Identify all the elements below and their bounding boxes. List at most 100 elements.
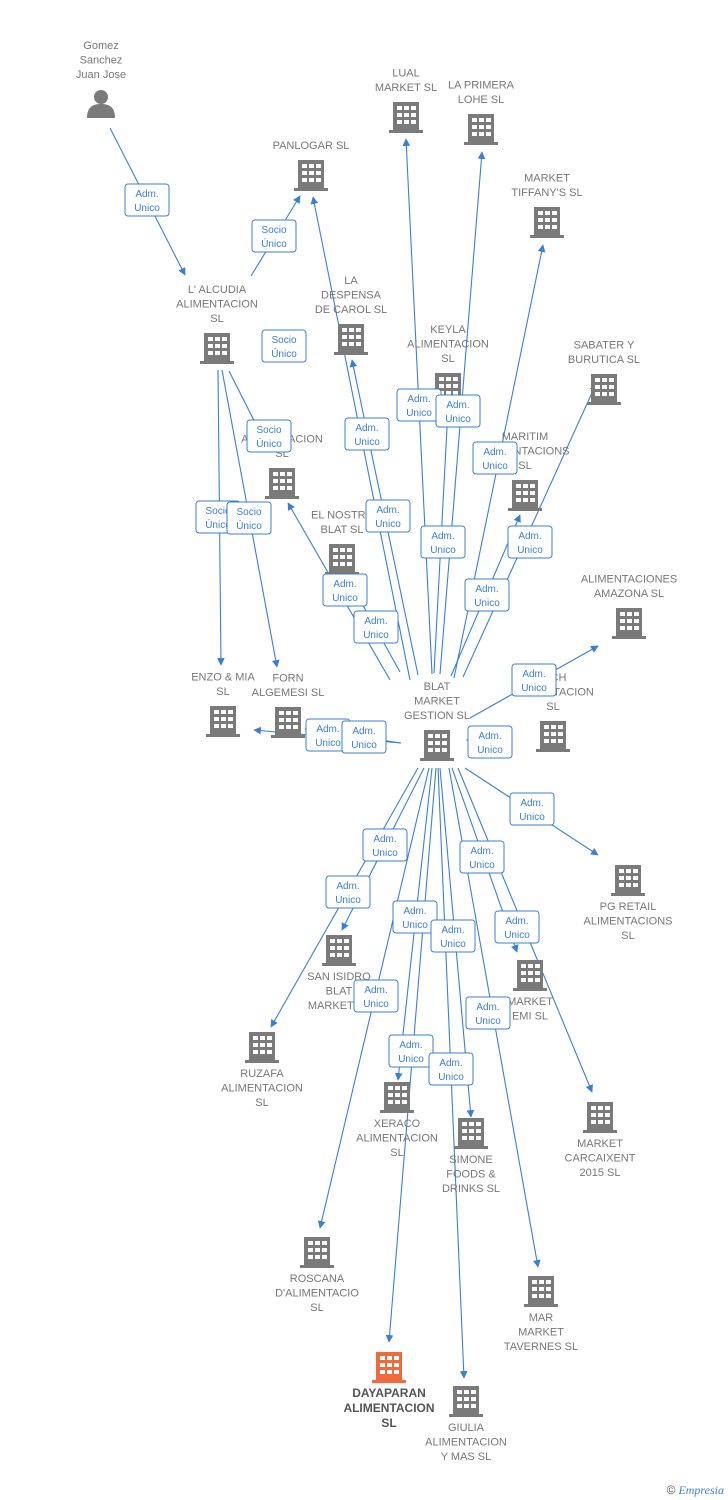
relation-badge-adm[interactable]: Adm.Unico <box>388 1034 434 1068</box>
relation-badge-adm[interactable]: Adm.Unico <box>459 840 505 874</box>
node-label-line: LA <box>344 275 358 287</box>
building-icon <box>612 608 646 639</box>
relation-badge-adm[interactable]: Adm.Unico <box>353 979 399 1013</box>
building-icon <box>587 374 621 405</box>
relation-badge-text: Adm. <box>431 531 454 542</box>
relation-badge-text: Unico <box>474 598 500 609</box>
relation-badge-text: Unico <box>402 920 428 931</box>
relation-badge-text: Único <box>271 347 297 360</box>
relation-badge-adm[interactable]: Adm.Unico <box>396 388 442 422</box>
building-icon <box>206 706 240 737</box>
relation-badge-adm[interactable]: Adm.Unico <box>472 441 518 475</box>
relation-badge-adm[interactable]: Adm.Unico <box>124 183 170 217</box>
relation-badge-adm[interactable]: Adm.Unico <box>392 900 438 934</box>
relation-badge-adm[interactable]: Adm.Unico <box>420 525 466 559</box>
building-icon <box>389 102 423 133</box>
building-icon <box>265 468 299 499</box>
relation-badge-text: Adm. <box>352 726 375 737</box>
relation-badge-adm[interactable]: Adm.Unico <box>511 663 557 697</box>
relation-badge-box <box>353 979 399 1013</box>
relation-badge-adm[interactable]: Adm.Unico <box>465 996 511 1030</box>
relation-badge-box <box>341 720 387 754</box>
relation-badge-adm[interactable]: Adm.Unico <box>509 792 555 826</box>
footer-brand[interactable]: ©Empresia <box>667 1483 724 1498</box>
relation-badge-text: Adm. <box>336 881 359 892</box>
relation-badge-text: Unico <box>398 1054 424 1065</box>
node-label-line: SIMONE <box>449 1154 492 1166</box>
node-label-line: FOODS & <box>446 1169 496 1181</box>
relation-badge-adm[interactable]: Adm. Unico <box>341 720 387 754</box>
building-icon <box>420 730 454 761</box>
relation-badge-text: Unico <box>351 740 377 751</box>
node-label-line: MARKET <box>577 1138 623 1150</box>
relation-badge-text: Adm. <box>518 531 541 542</box>
building-icon <box>300 1237 334 1268</box>
building-icon <box>536 721 570 752</box>
relation-badge-adm[interactable]: Adm.Unico <box>353 610 399 644</box>
relation-badge-text: Único <box>236 519 262 532</box>
node-label-line: Gomez <box>83 40 118 52</box>
relation-badge-adm[interactable]: Adm.Unico <box>365 499 411 533</box>
relation-badge-adm[interactable]: Adm.Unico <box>430 919 476 953</box>
node-label-line: SL <box>255 1097 268 1109</box>
node-label-line: MARKET <box>518 1327 564 1339</box>
relation-badge-adm[interactable]: Adm.Unico <box>464 578 510 612</box>
node-label-line: PG RETAIL <box>600 901 657 913</box>
relation-badge-adm[interactable]: Adm.Unico <box>467 725 513 759</box>
building-icon <box>245 1032 279 1063</box>
relation-badge-box <box>261 329 307 363</box>
relation-badge-box <box>435 394 481 428</box>
node-label-line: ALIMENTACION <box>343 1401 434 1415</box>
relation-badge-adm[interactable]: Adm.Unico <box>507 525 553 559</box>
node-label-line: AMAZONA SL <box>594 588 664 600</box>
node-label-line: SL <box>390 1147 403 1159</box>
relation-badge-adm[interactable]: Adm.Unico <box>435 394 481 428</box>
node-panlogar[interactable]: PANLOGAR SL <box>273 140 350 191</box>
relation-badge-text: Único <box>261 237 287 250</box>
node-label-line: SABATER Y <box>574 340 635 352</box>
relation-badge-adm[interactable]: Adm.Unico <box>325 875 371 909</box>
node-label-line: LOHE SL <box>458 94 504 106</box>
relation-badge-adm[interactable]: Adm.Unico <box>362 828 408 862</box>
relation-badge-adm[interactable]: Adm.Unico <box>344 417 390 451</box>
node-label-line: SL <box>518 460 531 472</box>
relation-badge-adm[interactable]: Adm.Unico <box>494 910 540 944</box>
relation-badge-box <box>494 910 540 944</box>
relation-badge-box <box>322 573 368 607</box>
relation-badge-adm[interactable]: Adm.Unico <box>322 573 368 607</box>
node-label-line: SL <box>381 1416 396 1430</box>
relation-badge-adm[interactable]: Adm.Unico <box>305 718 351 752</box>
node-label-line: XERACO <box>374 1118 421 1130</box>
relation-badge-text: Unico <box>372 848 398 859</box>
relation-badge-adm[interactable]: Adm.Unico <box>428 1052 474 1086</box>
building-icon <box>449 1386 483 1417</box>
